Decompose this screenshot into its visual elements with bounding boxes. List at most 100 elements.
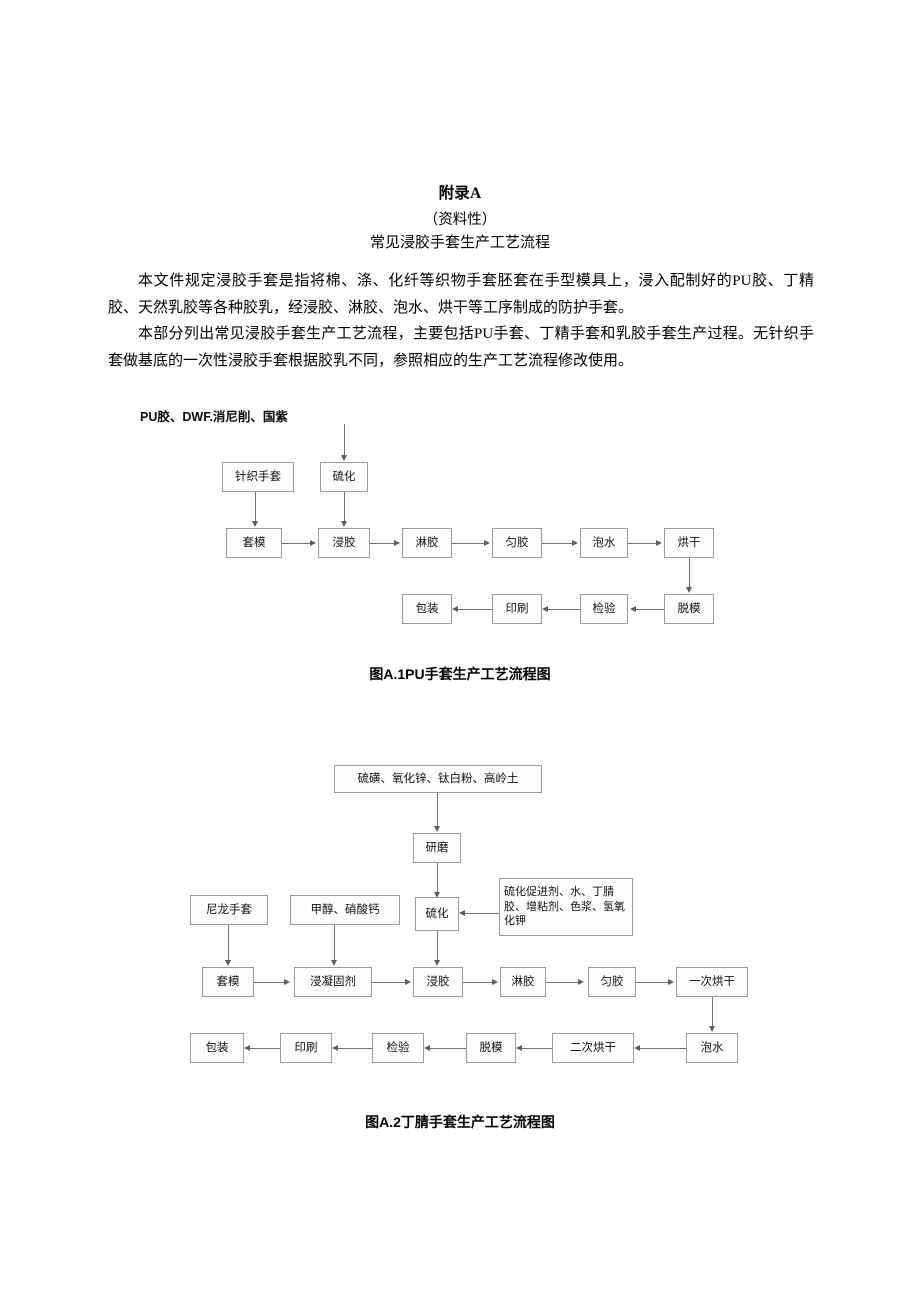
node-print: 印刷 bbox=[492, 594, 542, 624]
paragraph-2: 本部分列出常见浸胶手套生产工艺流程，主要包括PU手套、丁精手套和乳胶手套生产过程… bbox=[108, 326, 814, 369]
arrowhead-dipcoagulant-to-dipglue bbox=[405, 978, 411, 985]
connector-grind-to-vulcanize bbox=[437, 863, 438, 895]
connector-dipcoagulant-to-dipglue bbox=[372, 982, 405, 983]
arrowhead-note-to-vulcanize bbox=[340, 455, 347, 461]
arrowhead-pourglue-to-evenglue-2 bbox=[578, 978, 584, 985]
connector-soakwater-to-dry bbox=[628, 543, 656, 544]
appendix-name-label: 常见浸胶手套生产工艺流程 bbox=[369, 235, 550, 251]
node-even-glue: 匀胶 bbox=[492, 528, 542, 558]
arrowhead-soakwater-to-dry bbox=[656, 539, 662, 546]
paragraph-1: 本文件规定浸胶手套是指将棉、涤、化纤等织物手套胚套在手型模具上，浸入配制好的PU… bbox=[108, 273, 814, 316]
connector-knitglove-to-mold bbox=[255, 492, 256, 524]
connector-demold-to-inspect-2 bbox=[430, 1048, 466, 1049]
figure-a1-caption: 图A.1PU手套生产工艺流程图 bbox=[369, 666, 551, 682]
connector-soakwater-to-seconddry bbox=[640, 1048, 686, 1049]
arrowhead-inspect-to-print-2 bbox=[332, 1044, 338, 1051]
connector-print-to-package-2 bbox=[250, 1048, 280, 1049]
arrowhead-soakwater-to-seconddry bbox=[634, 1044, 640, 1051]
node-pour-glue: 淋胶 bbox=[402, 528, 452, 558]
arrowhead-evenglue-to-soakwater bbox=[572, 539, 578, 546]
connector-evenglue-to-soakwater bbox=[542, 543, 572, 544]
connector-vulcanize-to-dipglue-2 bbox=[437, 931, 438, 963]
node-nylon-glove: 尼龙手套 bbox=[190, 895, 268, 925]
node-first-dry: 一次烘干 bbox=[676, 967, 748, 997]
arrowhead-coagulant-to-dipcoagulant bbox=[330, 960, 337, 966]
arrowhead-demold-to-inspect bbox=[630, 605, 636, 612]
connector-additives-to-vulcanize bbox=[465, 913, 499, 914]
connector-evenglue-to-firstdry bbox=[636, 982, 668, 983]
node-knit-glove: 针织手套 bbox=[222, 462, 294, 492]
arrowhead-nylonglove-to-mold bbox=[224, 960, 231, 966]
arrowhead-knitglove-to-mold bbox=[251, 521, 258, 527]
connector-seconddry-to-demold bbox=[522, 1048, 552, 1049]
connector-inspect-to-print-2 bbox=[338, 1048, 372, 1049]
node-soak-water-2: 泡水 bbox=[686, 1033, 738, 1063]
arrowhead-evenglue-to-firstdry bbox=[668, 978, 674, 985]
connector-powders-to-grind bbox=[437, 793, 438, 829]
node-powders: 硫磺、氧化锌、钛白粉、高岭土 bbox=[334, 765, 542, 793]
connector-firstdry-to-soakwater bbox=[712, 997, 713, 1029]
node-package-2: 包装 bbox=[190, 1033, 244, 1063]
connector-dipglue-to-pourglue bbox=[370, 543, 396, 544]
arrowhead-mold-to-dipglue bbox=[310, 539, 316, 546]
connector-demold-to-inspect bbox=[636, 609, 664, 610]
connector-dipglue-to-pourglue-2 bbox=[463, 982, 492, 983]
arrowhead-print-to-package-2 bbox=[244, 1044, 250, 1051]
figure-a1-material-note: PU胶、DWF.消尼削、国紫 bbox=[140, 410, 288, 424]
page-title: 附录A bbox=[438, 185, 482, 202]
node-additives: 硫化促进剂、水、丁腈胶、增粘剂、色浆、氢氧化钾 bbox=[499, 878, 633, 936]
body-text: 本文件规定浸胶手套是指将棉、涤、化纤等织物手套胚套在手型模具上，浸入配制好的PU… bbox=[108, 268, 814, 374]
arrowhead-firstdry-to-soakwater bbox=[708, 1026, 715, 1032]
connector-mold-to-dipcoagulant bbox=[254, 982, 286, 983]
connector-nylonglove-to-mold bbox=[228, 925, 229, 963]
node-print-2: 印刷 bbox=[280, 1033, 332, 1063]
arrowhead-inspect-to-print bbox=[542, 605, 548, 612]
appendix-kind-label: （资料性） bbox=[423, 212, 497, 228]
node-coagulant: 甲醇、硝酸钙 bbox=[290, 895, 400, 925]
arrowhead-seconddry-to-demold bbox=[516, 1044, 522, 1051]
arrowhead-additives-to-vulcanize bbox=[459, 909, 465, 916]
node-inspect: 检验 bbox=[580, 594, 628, 624]
node-mold: 套模 bbox=[226, 528, 282, 558]
figure-a2-caption: 图A.2丁腈手套生产工艺流程图 bbox=[365, 1114, 555, 1130]
node-even-glue-2: 匀胶 bbox=[588, 967, 636, 997]
connector-vulcanize-to-dipglue bbox=[344, 492, 345, 524]
connector-note-to-vulcanize bbox=[344, 424, 345, 458]
node-pour-glue-2: 淋胶 bbox=[500, 967, 546, 997]
arrowhead-demold-to-inspect-2 bbox=[424, 1044, 430, 1051]
arrowhead-vulcanize-to-dipglue-2 bbox=[433, 960, 440, 966]
connector-coagulant-to-dipcoagulant bbox=[334, 925, 335, 963]
arrowhead-pourglue-to-evenglue bbox=[484, 539, 490, 546]
arrowhead-dipglue-to-pourglue bbox=[394, 539, 400, 546]
node-demold: 脱模 bbox=[664, 594, 714, 624]
node-dip-glue: 浸胶 bbox=[318, 528, 370, 558]
node-package: 包装 bbox=[402, 594, 452, 624]
arrowhead-grind-to-vulcanize bbox=[433, 892, 440, 898]
node-soak-water: 泡水 bbox=[580, 528, 628, 558]
connector-pourglue-to-evenglue-2 bbox=[546, 982, 578, 983]
node-dry: 烘干 bbox=[664, 528, 714, 558]
node-dip-glue-2: 浸胶 bbox=[413, 967, 463, 997]
connector-mold-to-dipglue bbox=[282, 543, 312, 544]
connector-dry-to-demold bbox=[689, 558, 690, 590]
node-vulcanize: 硫化 bbox=[320, 462, 368, 492]
arrowhead-print-to-package bbox=[452, 605, 458, 612]
node-inspect-2: 检验 bbox=[372, 1033, 424, 1063]
connector-print-to-package bbox=[458, 609, 492, 610]
arrowhead-mold-to-dipcoagulant bbox=[284, 978, 290, 985]
arrowhead-dry-to-demold bbox=[685, 587, 692, 593]
node-dip-coagulant: 浸凝固剂 bbox=[294, 967, 372, 997]
node-vulcanize-2: 硫化 bbox=[415, 897, 459, 931]
arrowhead-powders-to-grind bbox=[433, 826, 440, 832]
node-second-dry: 二次烘干 bbox=[552, 1033, 634, 1063]
appendix-heading: 附录A （资料性） 常见浸胶手套生产工艺流程 bbox=[0, 182, 920, 254]
connector-inspect-to-print bbox=[548, 609, 580, 610]
node-grind: 研磨 bbox=[413, 833, 461, 863]
node-mold-2: 套模 bbox=[202, 967, 254, 997]
connector-pourglue-to-evenglue bbox=[452, 543, 484, 544]
node-demold-2: 脱模 bbox=[466, 1033, 516, 1063]
arrowhead-vulcanize-to-dipglue bbox=[340, 521, 347, 527]
